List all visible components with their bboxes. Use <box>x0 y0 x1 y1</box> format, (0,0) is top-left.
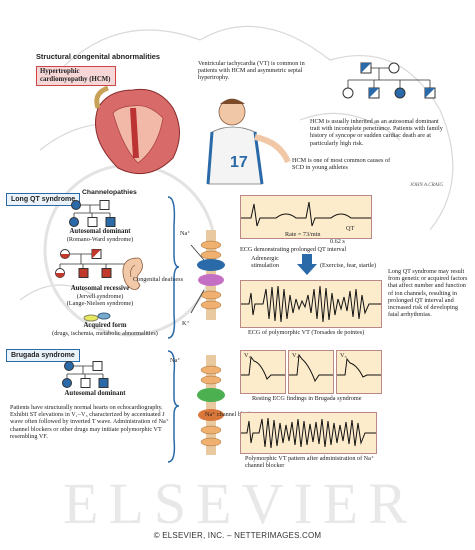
hcm-athletes-text: HCM is one of most common causes of SCD … <box>292 157 391 172</box>
brugada-ecg-caption: Resting ECG findings in Brugada syndrome <box>252 395 362 402</box>
brugada-vt-caption: Polymorphic VT pattern after administrat… <box>245 455 375 470</box>
ar-subtitle-2: (Lange-Nielsen syndrome) <box>66 300 134 307</box>
lead-v1-label: V₁ <box>244 352 251 359</box>
ecg2-caption: ECG of polymorphic VT (Torsades de point… <box>248 329 365 336</box>
na-blocker-label: Na⁺ channel blocker <box>205 411 257 418</box>
acquired-title: Acquired form <box>83 322 127 329</box>
long-qt-side-text: Long QT syndrome may result from genetic… <box>388 268 468 319</box>
lead-v3-label: V₃ <box>340 352 347 359</box>
ecg1-caption: ECG demonstrating prolonged QT interval <box>240 246 347 253</box>
page-title: Structural congenital abnormalities <box>36 52 161 61</box>
lead-v2 <box>288 350 334 394</box>
footer-copyright: © ELSEVIER, INC. – NETTERIMAGES.COM <box>153 531 322 540</box>
watermark: ELSEVIER <box>63 471 417 536</box>
na-label-2: Na⁺ <box>170 357 181 364</box>
k-label: K⁺ <box>182 320 190 327</box>
channelopathies-heading: Channelopathies <box>82 189 137 196</box>
ear-illustration <box>122 257 143 290</box>
pills-icon <box>83 312 111 322</box>
congenital-deafness: Congenital deafness <box>132 276 183 283</box>
brugada-description: Patients have structurally normal hearts… <box>10 404 170 440</box>
lead-v1 <box>240 350 286 394</box>
ecg-torsades <box>240 280 382 328</box>
adrenergic-text: Adrenergic stimulation <box>251 255 279 270</box>
ar-title: Autosomal recessive <box>70 285 130 292</box>
exercise-text: (Exercise, fear, startle) <box>320 262 377 269</box>
brugada-vt-ecg <box>240 412 377 454</box>
ad-title: Autosomal dominant <box>69 228 131 235</box>
ecg1-rate: Rate = 73/min <box>285 231 321 238</box>
heart-illustration <box>94 85 180 175</box>
acquired-subtitle: (drugs, ischemia, metabolic abnormalitie… <box>52 330 158 337</box>
ecg1-time: 0.62 s <box>330 238 345 245</box>
ar-subtitle-1: (Jervell syndrome) <box>76 293 124 300</box>
artist-signature: JOHN A.CRAIG <box>410 183 443 188</box>
ion-channel-brugada <box>197 355 225 455</box>
hcm-pedigree <box>342 62 436 99</box>
ad-pedigree <box>69 200 116 227</box>
long-qt-bracket <box>167 196 180 339</box>
vt-text: Ventricular tachycardia (VT) is common i… <box>198 60 305 82</box>
brugada-pedigree <box>62 361 109 388</box>
ecg-prolonged-qt <box>240 195 372 239</box>
svg-text:17: 17 <box>230 154 248 171</box>
athlete-illustration: 17 <box>206 98 291 185</box>
down-arrow-icon <box>297 254 317 275</box>
na-label-1: Na⁺ <box>180 230 191 237</box>
ad-subtitle: (Romano-Ward syndrome) <box>66 236 134 243</box>
lead-v3 <box>336 350 382 394</box>
brugada-bracket <box>167 350 180 463</box>
ecg1-qt: QT <box>346 225 355 232</box>
lead-v2-label: V₂ <box>292 352 299 359</box>
hcm-inherited-text: HCM is usually inherited as an autosomal… <box>310 118 443 147</box>
ion-channel-long-qt <box>190 230 225 320</box>
hcm-label: Hypertrophic cardiomyopathy (HCM) <box>36 66 116 86</box>
brugada-ad-title: Autosomal dominant <box>64 390 126 397</box>
brugada-ecg-leads: V₁ V₂ V₃ <box>240 350 382 394</box>
long-qt-label: Long QT syndrome <box>6 193 81 206</box>
brugada-label: Brugada syndrome <box>6 349 80 362</box>
